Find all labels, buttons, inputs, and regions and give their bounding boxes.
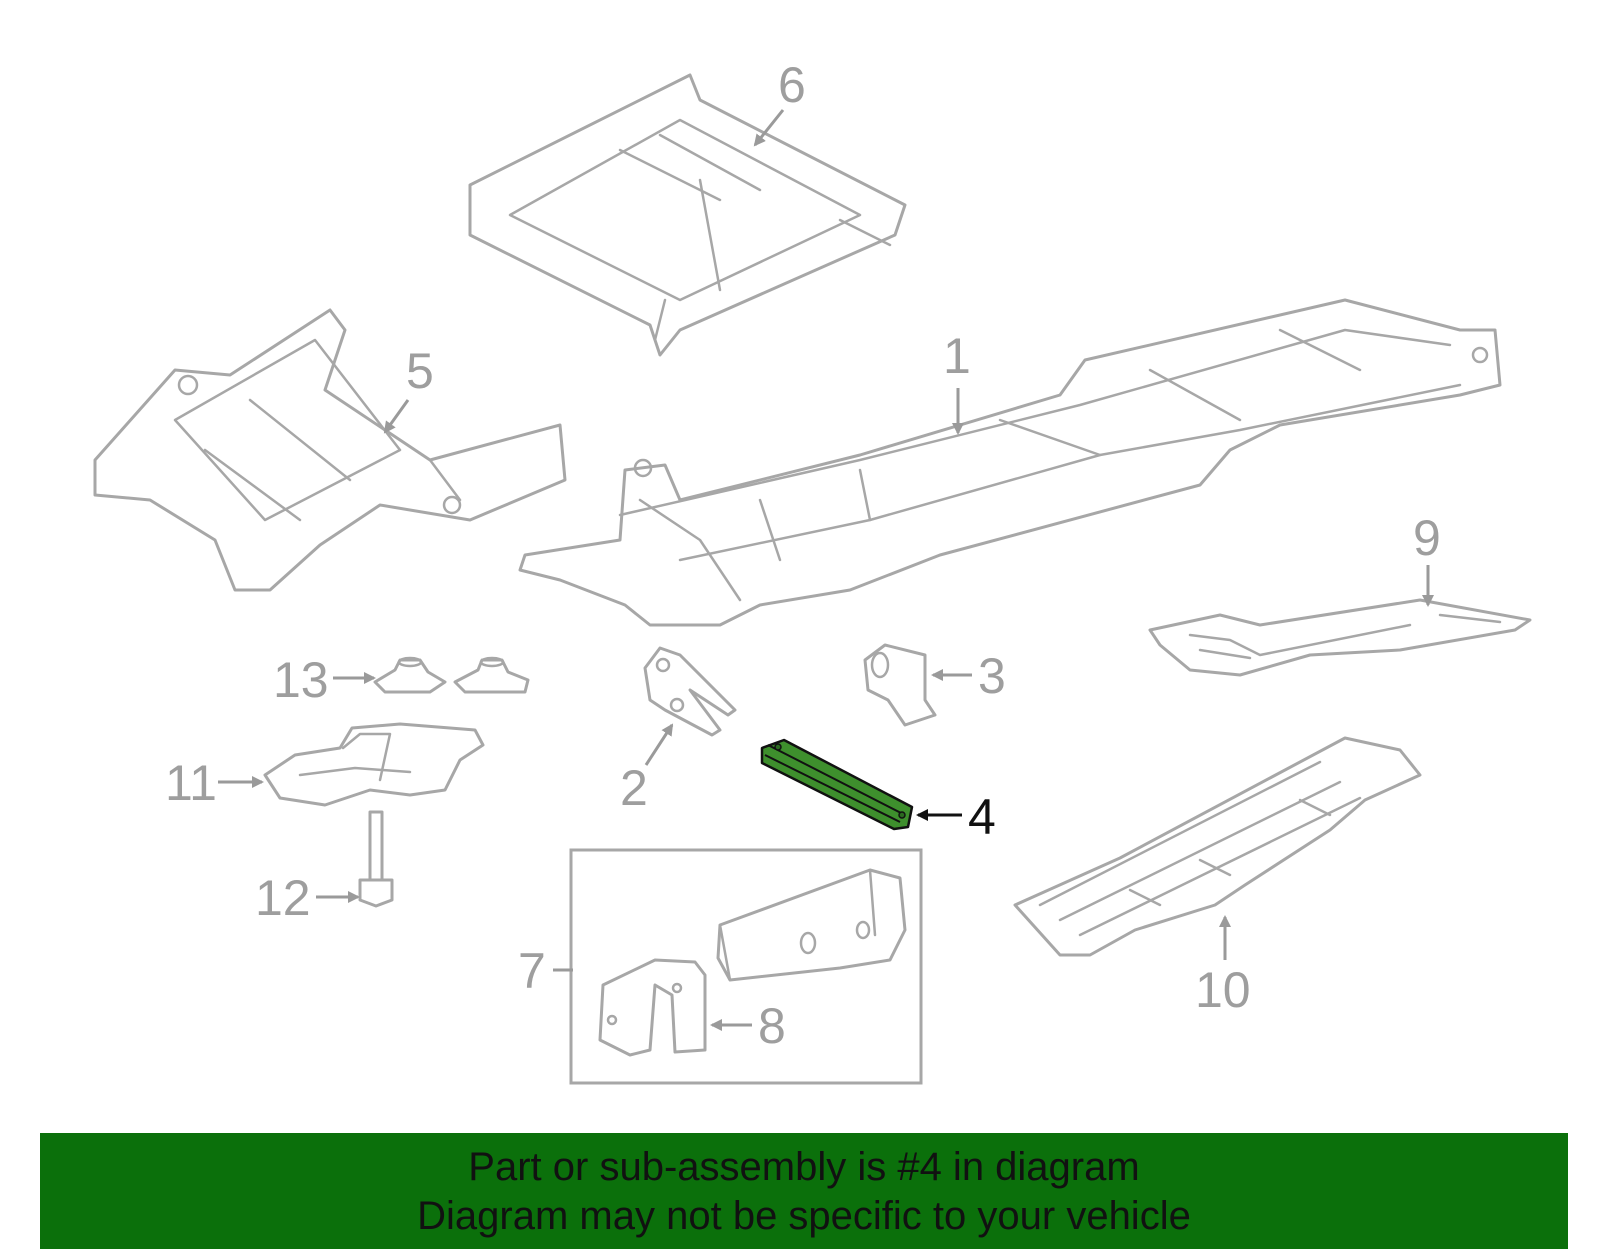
part-4-crossmember[interactable] [760, 738, 914, 831]
callout-11[interactable]: 11 [165, 755, 217, 811]
callout-1[interactable]: 1 [943, 328, 971, 384]
banner-line-2: Diagram may not be specific to your vehi… [417, 1194, 1191, 1238]
callout-9[interactable]: 9 [1413, 510, 1441, 566]
part-1-frame[interactable] [518, 298, 1502, 627]
leader-2 [644, 723, 674, 766]
callout-3[interactable]: 3 [978, 648, 1006, 704]
part-12-bolt[interactable] [358, 810, 394, 908]
callout-5[interactable]: 5 [406, 343, 434, 399]
part-2-bracket[interactable] [643, 646, 737, 737]
info-banner: Part or sub-assembly is #4 in diagram Di… [40, 1133, 1568, 1249]
banner-line-1: Part or sub-assembly is #4 in diagram [468, 1145, 1140, 1189]
part-11-bracket[interactable] [263, 722, 485, 807]
callout-13[interactable]: 13 [273, 652, 329, 708]
part-6-rear-subframe[interactable] [468, 73, 907, 357]
callout-6[interactable]: 6 [778, 57, 806, 113]
part-10-skid-plate[interactable] [1013, 736, 1422, 957]
callout-10[interactable]: 10 [1195, 962, 1251, 1018]
callout-8[interactable]: 8 [758, 998, 786, 1054]
callout-2[interactable]: 2 [620, 760, 648, 816]
part-5-front-subframe[interactable] [93, 308, 567, 592]
part-7-8-group[interactable] [569, 848, 923, 1085]
callout-12[interactable]: 12 [255, 870, 311, 926]
part-3-mount-bracket[interactable] [863, 643, 937, 727]
leader-6 [753, 109, 785, 147]
callout-7[interactable]: 7 [518, 943, 546, 999]
leader-5 [383, 399, 410, 434]
callout-4[interactable]: 4 [968, 789, 996, 845]
part-13-cab-mounts[interactable] [373, 656, 530, 694]
part-9-skid-plate[interactable] [1148, 598, 1532, 677]
